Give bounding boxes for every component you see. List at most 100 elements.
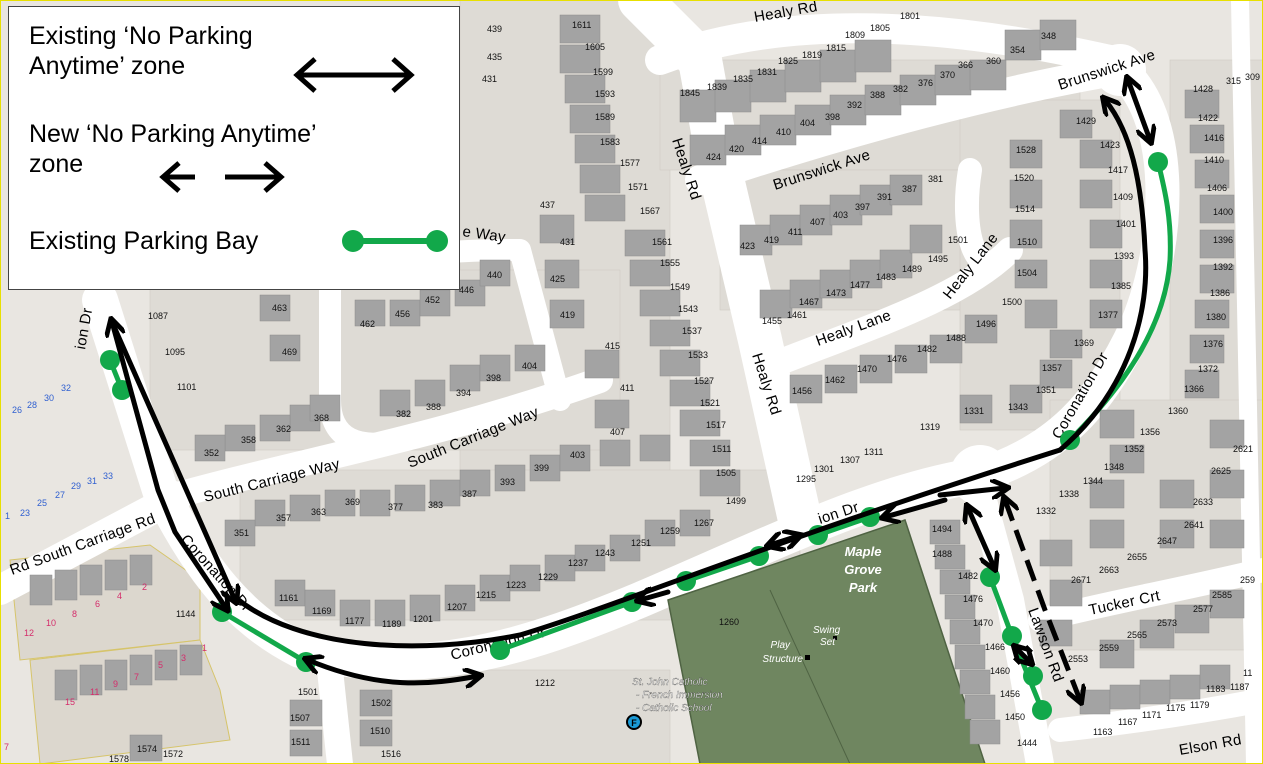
lot-number: 437 — [540, 200, 555, 210]
lot-number: 348 — [1041, 31, 1056, 41]
lot-number: 31 — [87, 476, 97, 486]
lot-number: 1589 — [595, 112, 615, 122]
lot-number: 376 — [918, 78, 933, 88]
lot-number: 1528 — [1016, 145, 1036, 155]
lot-number: 382 — [893, 84, 908, 94]
legend-text-line: Existing ‘No Parking — [29, 22, 253, 50]
lot-number: 1428 — [1193, 84, 1213, 94]
lot-number: 8 — [72, 609, 77, 619]
lot-number: 1455 — [762, 316, 782, 326]
map-legend: Existing ‘No Parking Anytime’ zone New ‘… — [8, 6, 460, 290]
lot-number: 354 — [1010, 45, 1025, 55]
lot-number: 1400 — [1213, 207, 1233, 217]
lot-number: 410 — [776, 127, 791, 137]
lot-number: 1533 — [688, 350, 708, 360]
lot-number: 1456 — [1000, 689, 1020, 699]
lot-number: 1501 — [948, 235, 968, 245]
lot-number: 419 — [560, 310, 575, 320]
lot-number: 1489 — [902, 264, 922, 274]
lot-number: 2565 — [1127, 630, 1147, 640]
lot-number: 1386 — [1210, 288, 1230, 298]
lot-number: 1561 — [652, 237, 672, 247]
lot-number: 2559 — [1099, 643, 1119, 653]
lot-number: 399 — [534, 463, 549, 473]
lot-number: 2553 — [1068, 654, 1088, 664]
lot-number: 431 — [560, 237, 575, 247]
lot-number: 424 — [706, 152, 721, 162]
lot-number: 398 — [486, 373, 501, 383]
lot-number: 1501 — [298, 687, 318, 697]
lot-number: 1567 — [640, 206, 660, 216]
school-icon-letter: F — [631, 718, 637, 728]
lot-number: 440 — [487, 270, 502, 280]
lot-number: 1 — [5, 511, 10, 521]
lot-number: 404 — [522, 361, 537, 371]
lot-number: 1462 — [825, 375, 845, 385]
lot-number: 1831 — [757, 67, 777, 77]
lot-number: 1488 — [932, 549, 952, 559]
lot-number: 1385 — [1111, 281, 1131, 291]
lot-number: 4 — [117, 591, 122, 601]
parking-bay-end — [1148, 152, 1168, 172]
lot-number: 10 — [46, 618, 56, 628]
lot-number: 420 — [729, 144, 744, 154]
lot-number: 1572 — [163, 749, 183, 759]
lot-number: 1163 — [1093, 727, 1112, 737]
no-parking-zone-existing — [308, 660, 478, 683]
lot-number: 1348 — [1104, 462, 1124, 472]
lot-number: 2671 — [1071, 575, 1091, 585]
lot-number: 1549 — [670, 282, 690, 292]
park-label: Park — [849, 580, 878, 595]
lot-number: 28 — [27, 400, 37, 410]
lot-number: 1144 — [176, 609, 195, 619]
lot-number: 15 — [65, 697, 75, 707]
park-divider — [769, 589, 851, 764]
lot-number: 394 — [456, 388, 471, 398]
lot-number: 1352 — [1124, 444, 1144, 454]
lot-number: 1189 — [382, 619, 401, 629]
lot-number: 1507 — [290, 713, 310, 723]
lot-number: 1356 — [1140, 427, 1160, 437]
lot-number: 1392 — [1213, 262, 1233, 272]
no-parking-zone-existing — [112, 322, 226, 608]
lot-number: 362 — [276, 424, 291, 434]
lot-number: 1476 — [887, 354, 907, 364]
lot-number: 1183 — [1206, 684, 1225, 694]
parking-bay-end — [1032, 700, 1052, 720]
lot-number: 1835 — [733, 74, 753, 84]
school-label: - Catholic School — [636, 703, 712, 714]
lot-number: 26 — [12, 405, 22, 415]
lot-number: 1229 — [538, 572, 558, 582]
street-label-south-carriage-way: e Way — [461, 223, 507, 246]
parking-bay-end — [980, 567, 1000, 587]
lot-number: 1488 — [946, 333, 966, 343]
swing-set-label: Swing — [813, 625, 841, 636]
lot-number: 387 — [462, 489, 477, 499]
lot-number: 1444 — [1017, 738, 1037, 748]
lot-number: 1401 — [1116, 219, 1136, 229]
swing-set-label: Set — [820, 637, 836, 648]
lot-number: 1466 — [985, 642, 1005, 652]
new-no-parking-zones — [1005, 500, 1080, 700]
lot-number: 309 — [1245, 72, 1260, 82]
lot-number: 1295 — [796, 474, 816, 484]
lot-number: 2647 — [1157, 536, 1177, 546]
lot-number: 1406 — [1207, 183, 1227, 193]
lot-number: 1461 — [787, 310, 807, 320]
maple-grove-park — [667, 519, 986, 764]
lot-number: 1171 — [1142, 710, 1161, 720]
lot-number: 407 — [610, 427, 625, 437]
lot-number: 1311 — [864, 447, 883, 457]
no-parking-zone-existing — [640, 592, 671, 600]
lot-number: 1344 — [1083, 476, 1103, 486]
lot-number: 1825 — [778, 56, 798, 66]
legend-text-line: New ‘No Parking Anytime’ — [29, 120, 317, 148]
lot-number: 1243 — [595, 548, 615, 558]
no-parking-zone-existing — [233, 447, 1063, 649]
lot-number: 1187 — [1230, 682, 1249, 692]
parking-bay-end — [100, 350, 120, 370]
lot-number: 1369 — [1074, 338, 1094, 348]
legend-parking-bay-label: Existing Parking Bay — [29, 227, 259, 255]
lot-number: 1380 — [1206, 312, 1226, 322]
